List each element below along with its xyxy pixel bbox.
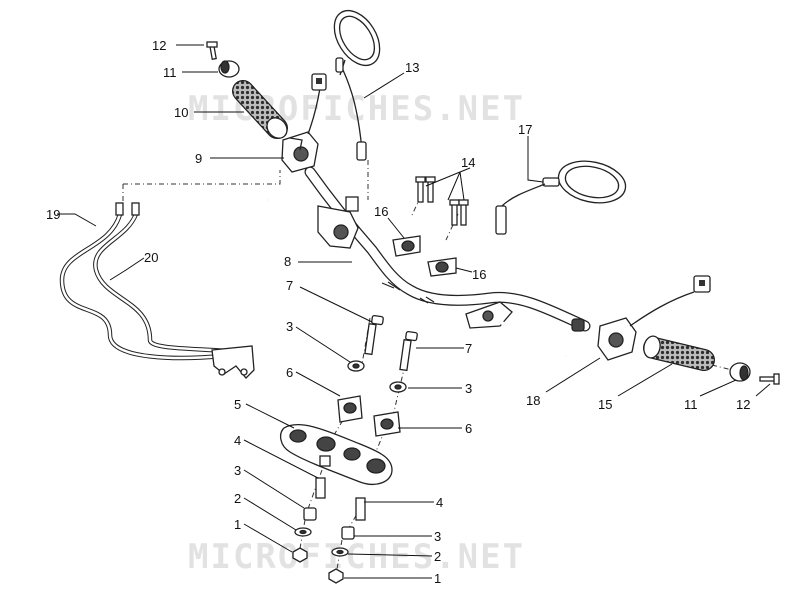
switch-18-right-icon [597,275,711,361]
callout-11-right: 11 [684,397,698,412]
callout-20: 20 [144,250,158,265]
callout-6-left: 6 [286,365,293,380]
callout-1-right: 1 [434,571,441,586]
bar-end-weight-11-left-icon [218,60,240,78]
washer-2-lower-left-icon [294,527,312,537]
spacer-3-lower-left-icon [303,507,317,521]
callout-2-right: 2 [434,549,441,564]
callout-5: 5 [234,397,241,412]
washer-3-upper-left-icon [347,360,365,372]
callout-4-left: 4 [234,433,241,448]
callout-1-left: 1 [234,517,241,532]
top-yoke-5-icon [279,424,393,485]
callout-18: 18 [526,393,540,408]
spacer-3-lower-right-icon [341,526,355,540]
callout-3-lower-right: 3 [434,529,441,544]
callout-10: 10 [174,105,188,120]
nut-1-lower-left-icon [292,547,308,563]
bolt-12-right-icon [759,373,780,385]
bolt-set-14 [415,176,469,226]
riser-bolt-7-right-icon [399,330,418,372]
callout-14: 14 [461,155,475,170]
callout-8: 8 [284,254,291,269]
washer-3-upper-right-icon [389,381,407,393]
callout-9: 9 [195,151,202,166]
callout-4-right: 4 [436,495,443,510]
callout-labels: 12 11 10 9 13 17 14 16 16 19 20 8 7 3 6 … [46,38,750,586]
bolt-12-left-icon [206,41,218,60]
callout-19: 19 [46,207,60,222]
switch-9-left-icon [281,73,327,173]
grip-15-right-icon [643,335,715,371]
callout-3-upper-left: 3 [286,319,293,334]
bar-end-weight-11-right-icon [729,362,751,382]
callout-3-upper-right: 3 [465,381,472,396]
callout-7-left: 7 [286,278,293,293]
callout-11-left: 11 [163,65,177,80]
callout-6-right: 6 [465,421,472,436]
right-mirror-icon [495,160,627,235]
callout-2-left: 2 [234,491,241,506]
callout-3-lower-left: 3 [234,463,241,478]
callout-15: 15 [598,397,612,412]
cable-20-icon [93,202,255,379]
callout-13: 13 [405,60,419,75]
right-lever-assembly [465,301,568,358]
watermark-bottom: MICROFICHES.NET [188,537,525,577]
callout-16-lower: 16 [472,267,486,282]
stud-4-right-icon [355,497,366,521]
stud-4-left-icon [315,477,326,499]
riser-bolt-7-left-icon [364,314,384,356]
handlebar-icon [304,166,591,332]
cable-19-icon [59,202,223,361]
callout-7-right: 7 [465,341,472,356]
callout-12-left: 12 [152,38,166,53]
leader-lines [57,44,771,579]
grip-10-left-icon [232,80,288,139]
clamp-16-upper [392,235,421,257]
clamp-16-lower [427,257,457,277]
callout-12-right: 12 [736,397,750,412]
riser-6-left-icon [337,395,363,423]
callout-16-upper: 16 [374,204,388,219]
left-mirror-icon [333,9,381,161]
left-lever-assembly [267,196,359,249]
washer-2-lower-right-icon [331,547,349,557]
riser-6-right-icon [373,411,401,437]
nut-1-lower-right-icon [328,568,344,584]
callout-17: 17 [518,122,532,137]
